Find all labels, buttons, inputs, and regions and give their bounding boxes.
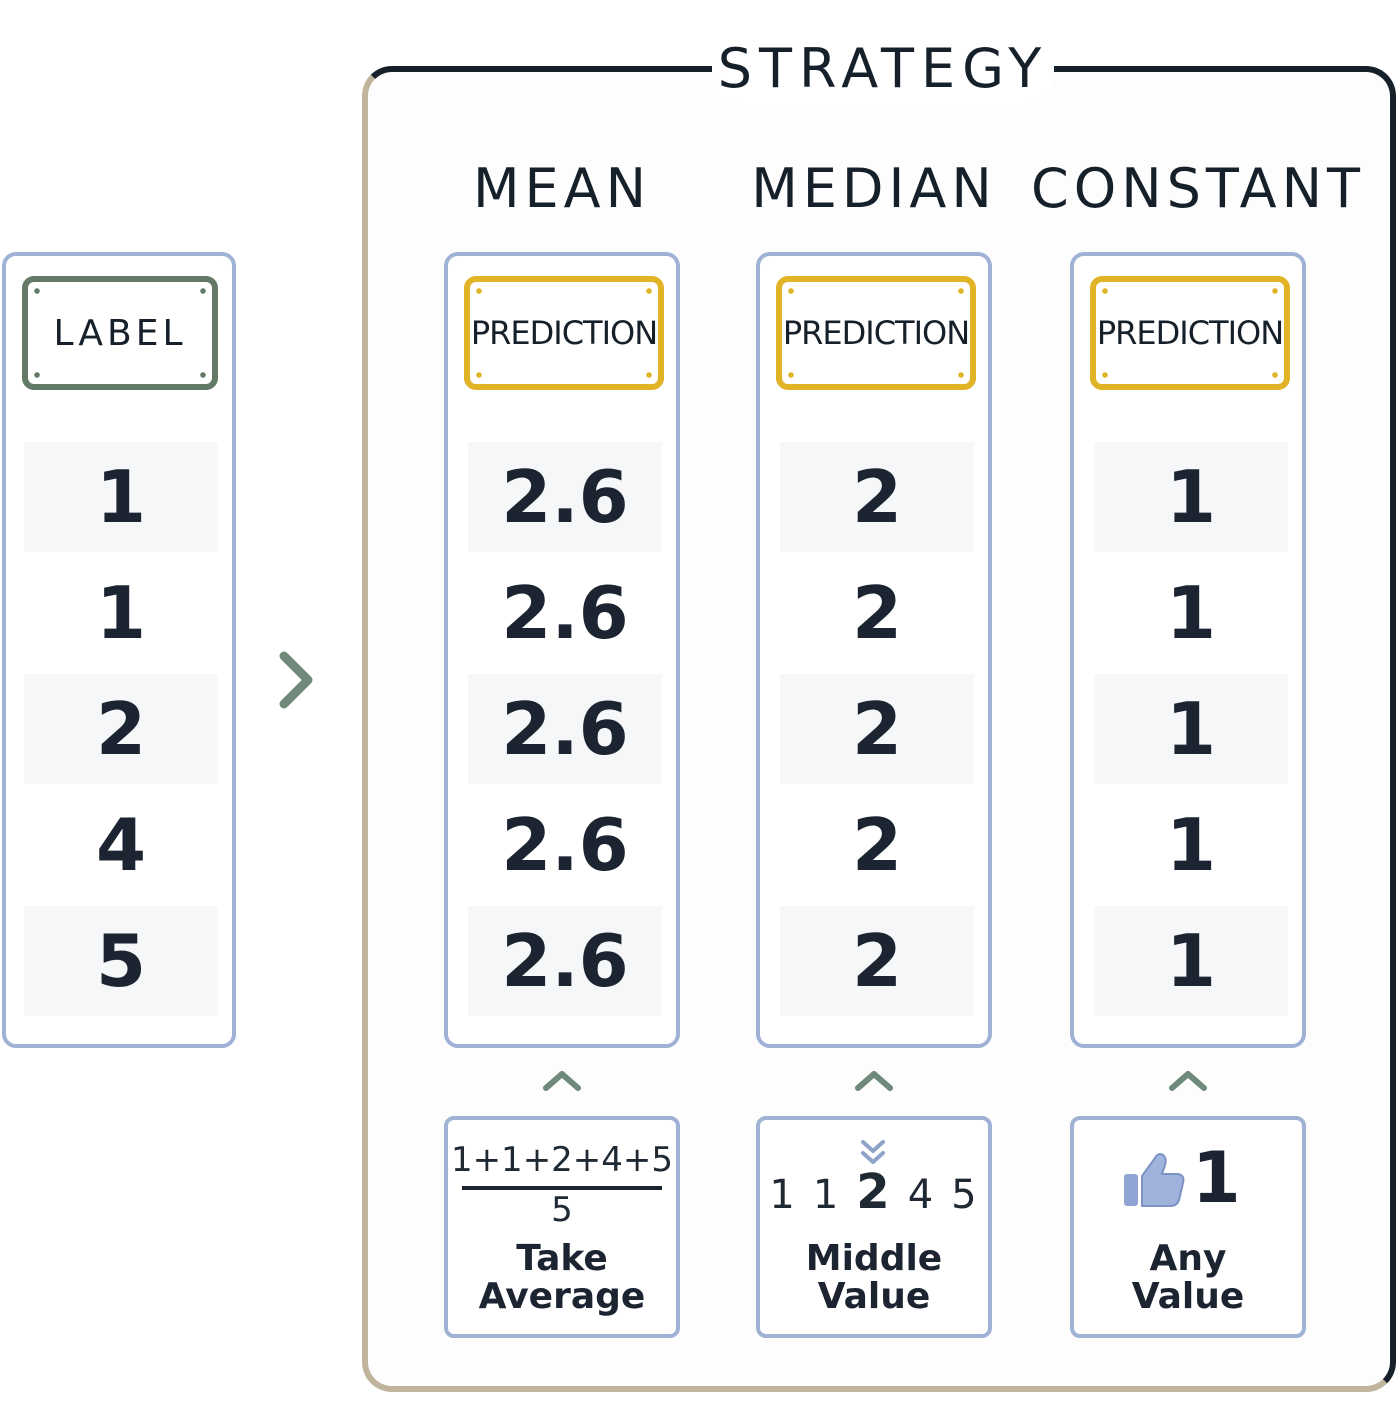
label-column: LABEL 1 1 2 4 5: [2, 252, 236, 1048]
median-prediction-tag-text: PREDICTION: [782, 314, 970, 352]
sequence-value: 5: [951, 1172, 979, 1218]
mean-value: 2.6: [468, 674, 662, 784]
mean-caption-line2: Average: [478, 1276, 646, 1317]
label-value: 2: [24, 674, 218, 784]
mean-value: 2.6: [501, 803, 629, 887]
constant-prediction-tag: PREDICTION: [1090, 276, 1290, 390]
mean-value: 2.6: [468, 906, 662, 1016]
constant-prediction-tag-text: PREDICTION: [1096, 314, 1284, 352]
label-value: 1: [95, 571, 147, 655]
mean-value: 2.6: [468, 442, 662, 552]
strategy-title: STRATEGY: [717, 36, 1049, 100]
median-prediction-tag: PREDICTION: [776, 276, 976, 390]
median-value: 2: [851, 803, 903, 887]
mean-explanation-box: 1+1+2+4+5 5 Take Average: [444, 1116, 680, 1338]
fraction-bar: [462, 1186, 662, 1190]
header-constant: CONSTANT: [1031, 156, 1365, 220]
median-value: 2: [780, 674, 974, 784]
constant-column: PREDICTION 1 1 1 1 1: [1070, 252, 1306, 1048]
label-tag: LABEL: [22, 276, 218, 390]
chevron-up-icon: [855, 1071, 893, 1091]
median-caption-line2: Value: [817, 1276, 931, 1317]
title-notch: [712, 32, 1054, 104]
constant-caption-line2: Value: [1131, 1276, 1245, 1317]
mean-caption-line1: Take: [516, 1238, 608, 1279]
sequence-middle-value: 2: [856, 1164, 892, 1220]
label-value: 1: [24, 442, 218, 552]
sequence-value: 1: [812, 1172, 841, 1218]
mean-prediction-tag-text: PREDICTION: [470, 314, 658, 352]
formula-numerator: 1+1+2+4+5: [450, 1140, 674, 1180]
constant-caption-line1: Any: [1149, 1238, 1227, 1279]
median-value: 2: [780, 906, 974, 1016]
constant-chosen-value: 1: [1192, 1137, 1241, 1219]
median-value: 2: [780, 442, 974, 552]
constant-value: 1: [1165, 571, 1217, 655]
constant-value: 1: [1094, 442, 1288, 552]
label-value: 5: [24, 906, 218, 1016]
sequence-value: 4: [907, 1172, 936, 1218]
label-value: 4: [95, 803, 147, 887]
constant-value: 1: [1094, 674, 1288, 784]
thumbs-up-icon: [1124, 1153, 1185, 1207]
double-chevron-down-icon: [861, 1140, 885, 1164]
chevron-up-icon: [543, 1071, 581, 1091]
formula-denominator: 5: [551, 1190, 573, 1230]
median-value: 2: [851, 571, 903, 655]
median-caption-line1: Middle: [805, 1238, 943, 1279]
mean-column: PREDICTION 2.6 2.6 2.6 2.6 2.6: [444, 252, 680, 1048]
median-column: PREDICTION 2 2 2 2 2: [756, 252, 992, 1048]
sequence-value: 1: [769, 1172, 797, 1218]
constant-value: 1: [1165, 803, 1217, 887]
constant-value: 1: [1094, 906, 1288, 1016]
mean-prediction-tag: PREDICTION: [464, 276, 664, 390]
label-tag-text: LABEL: [53, 312, 187, 354]
header-median: MEDIAN: [751, 156, 997, 220]
chevron-right-icon: [279, 651, 313, 709]
header-mean: MEAN: [472, 156, 652, 220]
mean-value: 2.6: [501, 571, 629, 655]
chevron-up-icon: [1169, 1071, 1207, 1091]
constant-explanation-box: 1 Any Value: [1070, 1116, 1306, 1338]
